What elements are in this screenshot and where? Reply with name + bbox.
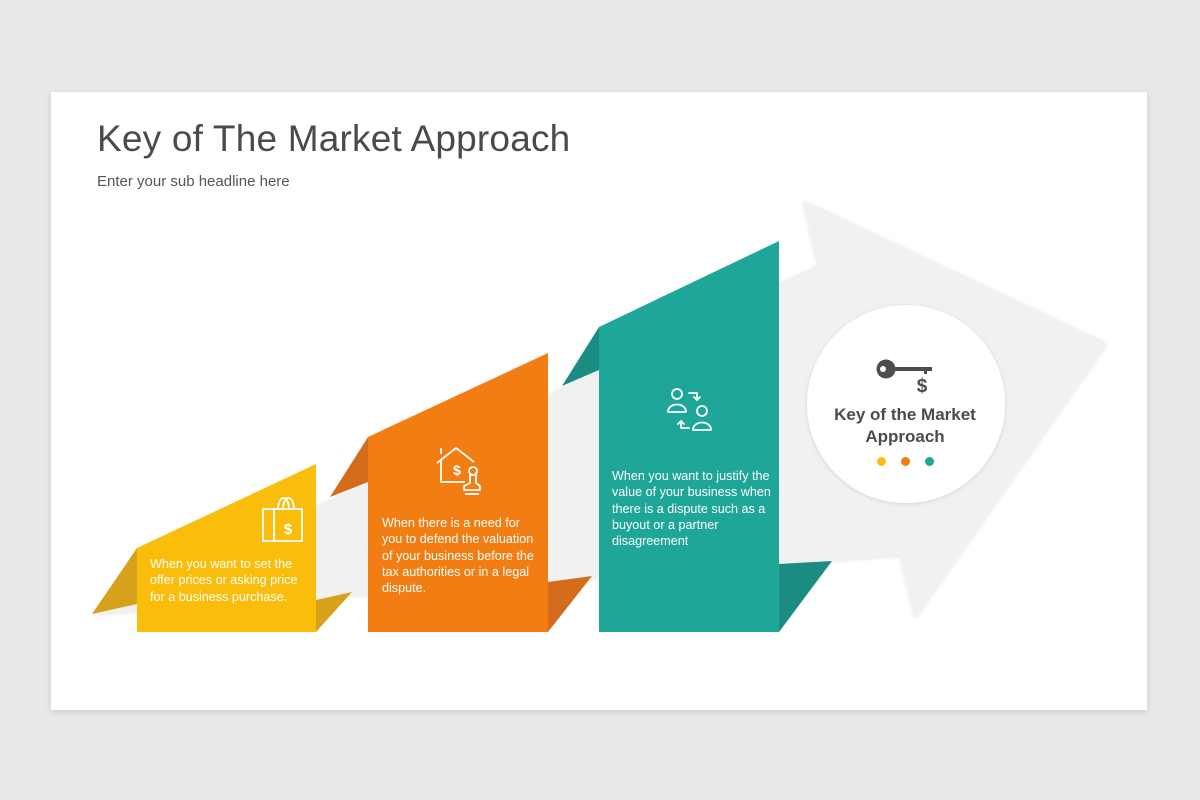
svg-text:$: $ (917, 376, 928, 397)
house-dollar-stamp-icon: $ (436, 447, 481, 495)
svg-text:$: $ (284, 521, 293, 538)
shopping-bag-dollar-icon: $ (262, 497, 303, 542)
step-1-panel (137, 464, 316, 632)
hub-circle (807, 305, 1005, 503)
people-exchange-icon (667, 388, 712, 431)
step-2-panel (368, 353, 548, 632)
key-dollar-icon: $ (876, 359, 932, 397)
hub-dot-yellow (877, 457, 886, 466)
hub-dot-teal (925, 457, 934, 466)
step-3-text: When you want to justify the value of yo… (612, 469, 771, 549)
step-1-fold-left (92, 548, 137, 614)
step-2-fold-right (548, 576, 592, 632)
step-3-panel (599, 241, 779, 632)
step-1-text: When you want to set the offer prices or… (150, 557, 298, 604)
hub-title: Key of the Market Approach (834, 405, 976, 446)
step-1-fold-right (316, 592, 352, 632)
page-subtitle: Enter your sub headline here (97, 173, 290, 190)
step-2-text: When there is a need for you to defend t… (382, 516, 534, 596)
step-3-fold-left (562, 327, 599, 386)
svg-text:$: $ (453, 462, 461, 478)
step-2-fold-left (330, 437, 368, 497)
page-title: Key of The Market Approach (97, 118, 571, 159)
hub-dot-orange (901, 457, 910, 466)
step-3-fold-right (779, 561, 832, 632)
